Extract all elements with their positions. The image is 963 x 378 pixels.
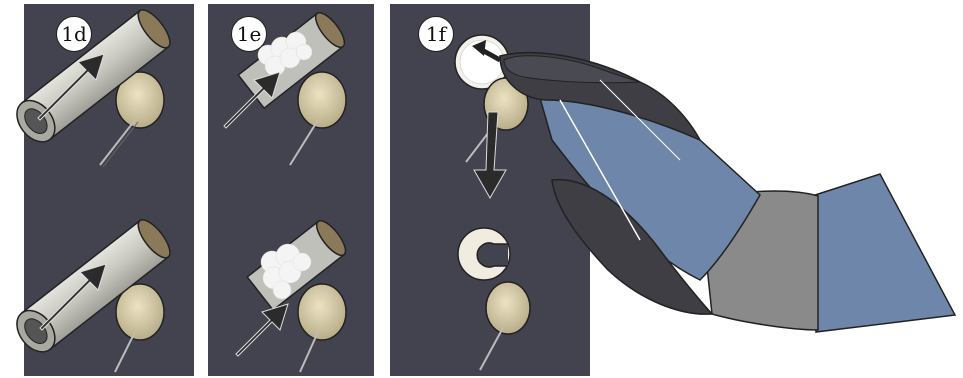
disc [486,282,530,334]
drill-bit [480,326,504,370]
panel-1d-top [9,5,175,167]
drill-bit [290,120,318,165]
disc [298,284,346,340]
drill-bit [100,120,135,165]
panel-label-1e: 1e [231,16,267,52]
gloved-hand [472,40,955,332]
glove-cuff [812,174,955,332]
drill-bit [115,332,135,372]
panel-1d-bottom [9,215,175,372]
disc [298,72,346,128]
drill-bit [300,332,318,372]
panel-label-1d: 1d [56,16,92,52]
panel-1e-bottom [236,217,350,372]
panel-label-1f: 1f [418,16,454,52]
arrow [236,304,288,356]
